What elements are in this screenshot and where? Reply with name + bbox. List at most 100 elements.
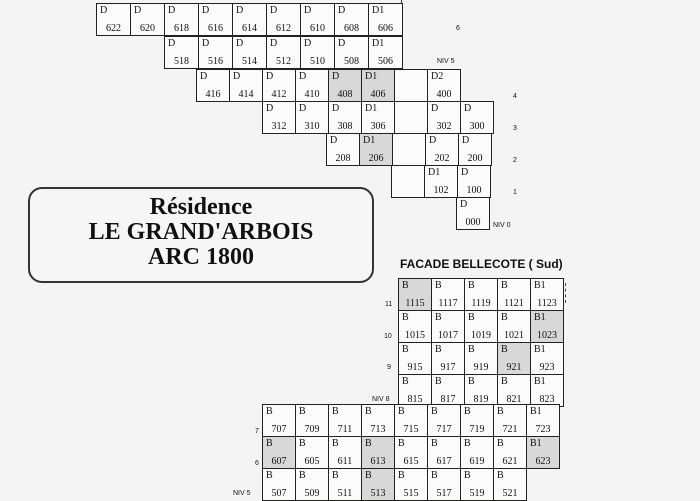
apartment-type: B [365, 438, 372, 449]
apartment-cell: D1 206 [359, 133, 393, 166]
apartment-number: 516 [208, 56, 223, 67]
apartment-number: 507 [271, 488, 287, 499]
apartment-type: B [468, 376, 475, 387]
apartment-number: 1021 [504, 330, 524, 341]
apartment-type: B1 [534, 280, 546, 291]
apartment-type: D1 [372, 38, 385, 49]
apartment-type: B1 [530, 406, 542, 417]
apartment-number: 613 [370, 456, 386, 467]
dashed-line [565, 283, 566, 303]
apartment-type: B [402, 312, 409, 323]
apartment-type: B [431, 438, 438, 449]
level-label-niv0: NIV 0 [493, 222, 511, 229]
apartment-type: D [266, 71, 274, 82]
apartment-number: 620 [140, 23, 155, 34]
apartment-number: 100 [466, 185, 482, 196]
apartment-type: B [435, 344, 442, 355]
apartment-type: D [299, 71, 307, 82]
apartment-number: 819 [473, 394, 489, 405]
apartment-cell: D1 506 [368, 36, 403, 69]
apartment-type: D [233, 71, 241, 82]
apartment-number: 206 [368, 153, 384, 164]
apartment-type: D [200, 71, 208, 82]
apartment-type: D [100, 5, 108, 16]
apartment-cell: B1 1023 [530, 310, 564, 343]
apartment-number: 717 [436, 424, 452, 435]
apartment-number: 400 [436, 89, 452, 100]
apartment-number: 306 [370, 121, 386, 132]
apartment-cell: D 414 [229, 69, 263, 102]
apartment-type: B1 [534, 312, 546, 323]
apartment-number: 817 [440, 394, 456, 405]
apartment-number: 709 [304, 424, 320, 435]
apartment-number: 514 [242, 56, 257, 67]
apartment-type: D [330, 135, 338, 146]
apartment-type: B [464, 406, 471, 417]
level-label-1: 1 [513, 189, 517, 196]
apartment-type: B [431, 406, 438, 417]
apartment-type: B [402, 376, 409, 387]
apartment-type: D [202, 5, 210, 16]
apartment-number: 208 [335, 153, 351, 164]
apartment-type: D1 [363, 135, 376, 146]
level-label-9: 9 [387, 364, 391, 371]
apartment-number: 302 [436, 121, 452, 132]
apartment-type: D [332, 71, 340, 82]
apartment-number: 621 [502, 456, 518, 467]
apartment-number: 408 [337, 89, 353, 100]
apartment-number: 000 [465, 217, 481, 228]
apartment-type: D [338, 5, 346, 16]
apartment-type: B [501, 280, 508, 291]
apartment-number: 611 [337, 456, 353, 467]
apartment-number: 610 [310, 23, 325, 34]
apartment-number: 923 [539, 362, 555, 373]
apartment-type: D [338, 38, 346, 49]
apartment-type: B [468, 312, 475, 323]
apartment-cell: B 815 [398, 374, 432, 407]
apartment-cell [392, 133, 426, 166]
apartment-number: 518 [174, 56, 189, 67]
apartment-number: 521 [502, 488, 518, 499]
apartment-number: 1023 [537, 330, 557, 341]
apartment-number: 815 [407, 394, 423, 405]
apartment-type: B [332, 470, 339, 481]
apartment-type: D [431, 103, 439, 114]
apartment-type: D [168, 38, 176, 49]
apartment-number: 517 [436, 488, 452, 499]
apartment-number: 917 [440, 362, 456, 373]
apartment-cell: D 302 [427, 101, 461, 134]
apartment-number: 506 [378, 56, 393, 67]
apartment-number: 612 [276, 23, 291, 34]
level-label-4: 4 [513, 93, 517, 100]
apartment-number: 414 [238, 89, 254, 100]
apartment-type: B [266, 406, 273, 417]
apartment-number: 1119 [471, 298, 491, 309]
apartment-type: B [402, 344, 409, 355]
apartment-type: D [168, 5, 176, 16]
apartment-number: 618 [174, 23, 189, 34]
apartment-number: 416 [205, 89, 221, 100]
apartment-cell: D 618 [164, 3, 199, 36]
apartment-number: 412 [271, 89, 287, 100]
apartment-number: 1117 [438, 298, 458, 309]
apartment-type: D1 [428, 167, 441, 178]
